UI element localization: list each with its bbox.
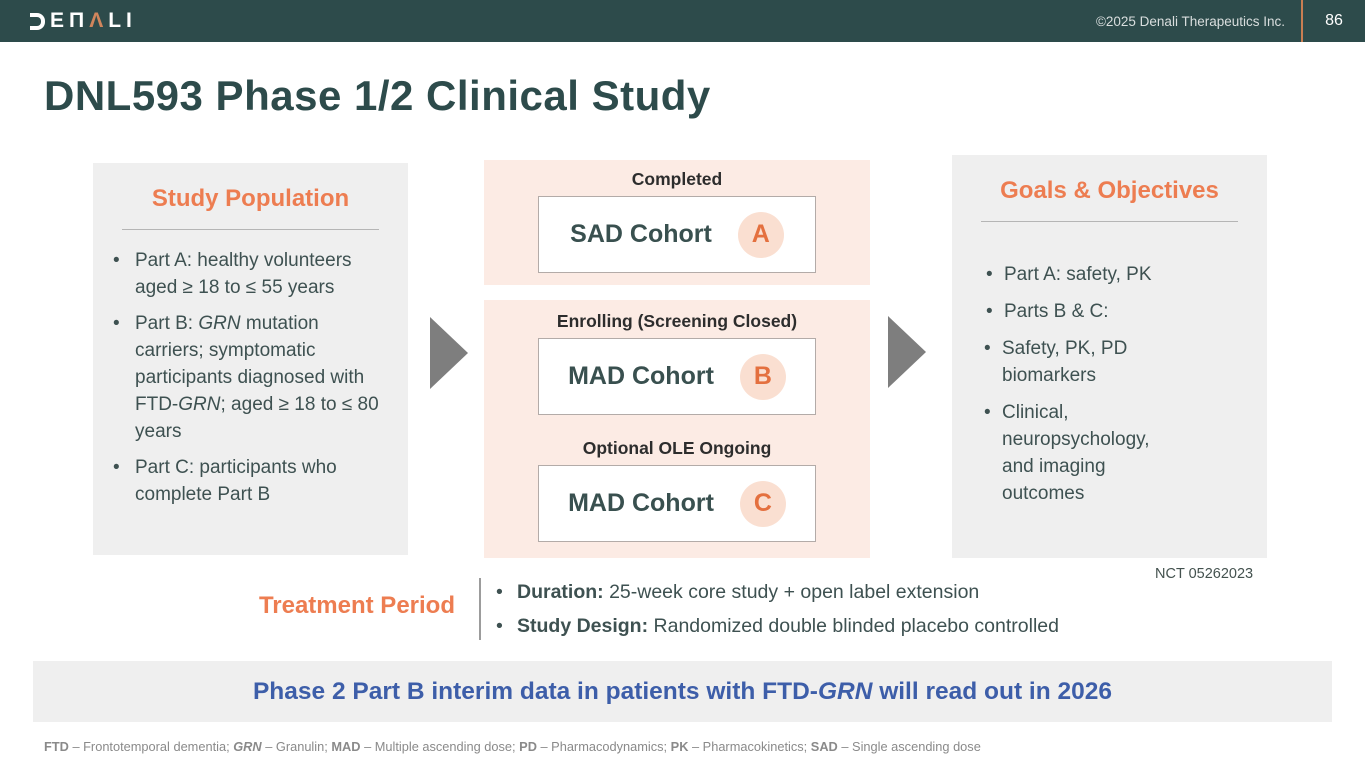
treatment-period-label: Treatment Period bbox=[258, 592, 455, 619]
study-population-heading: Study Population bbox=[151, 185, 350, 212]
goals-list: Part A: safety, PK Parts B & C: bbox=[984, 262, 1257, 326]
copyright-text: ©2025 Denali Therapeutics Inc. bbox=[1095, 13, 1285, 29]
logo-letter-accent: Λ bbox=[89, 9, 109, 32]
treatment-divider bbox=[479, 578, 481, 640]
cohort-label: SAD Cohort bbox=[570, 220, 712, 248]
study-population-bullet: Part A: healthy volunteers aged ≥ 18 to … bbox=[105, 248, 390, 302]
stage-c-status: Optional OLE Ongoing bbox=[582, 438, 772, 458]
treatment-bullet-design: Study Design: Randomized double blinded … bbox=[494, 615, 1059, 638]
flow-arrow-right-icon bbox=[888, 316, 926, 388]
readout-banner-text: Phase 2 Part B interim data in patients … bbox=[252, 677, 1113, 705]
cohort-badge-a: A bbox=[737, 211, 784, 258]
logo-letter: I bbox=[126, 9, 137, 32]
cohort-badge-c: C bbox=[739, 480, 786, 527]
mad-cohort-b-box: MAD Cohort B bbox=[538, 338, 816, 415]
study-population-list: Part A: healthy volunteers aged ≥ 18 to … bbox=[105, 248, 390, 509]
goals-sub-bullet: Clinical, neuropsychology, and imaging o… bbox=[982, 400, 1182, 508]
header-bar: E Π Λ L I ©2025 Denali Therapeutics Inc.… bbox=[0, 0, 1365, 42]
page-number: 86 bbox=[1325, 12, 1343, 29]
readout-banner: Phase 2 Part B interim data in patients … bbox=[33, 661, 1332, 722]
treatment-period-details: Duration: 25-week core study + open labe… bbox=[494, 581, 1059, 649]
goals-heading: Goals & Objectives bbox=[1000, 177, 1219, 204]
goals-objectives-panel: Goals & Objectives Part A: safety, PK Pa… bbox=[952, 155, 1267, 558]
study-population-bullet: Part C: participants who complete Part B bbox=[105, 455, 390, 509]
pipeline-stage-bc: Enrolling (Screening Closed) MAD Cohort … bbox=[484, 300, 870, 558]
sad-cohort-box: SAD Cohort A bbox=[538, 196, 816, 273]
treatment-bullet-duration: Duration: 25-week core study + open labe… bbox=[494, 581, 1059, 604]
denali-logo: E Π Λ L I bbox=[30, 9, 137, 33]
flow-arrow-right-icon bbox=[430, 317, 468, 389]
cohort-label: MAD Cohort bbox=[568, 362, 714, 390]
stage-b-status: Enrolling (Screening Closed) bbox=[556, 311, 798, 331]
stage-a-status: Completed bbox=[631, 169, 723, 189]
logo-letter: E bbox=[50, 9, 70, 32]
header-right: ©2025 Denali Therapeutics Inc. 86 bbox=[1096, 0, 1365, 42]
treatment-period-list: Duration: 25-week core study + open labe… bbox=[494, 581, 1059, 638]
study-population-panel: Study Population Part A: healthy volunte… bbox=[93, 163, 408, 555]
logo-letter: L bbox=[108, 9, 127, 32]
heading-rule bbox=[981, 221, 1238, 222]
cohort-label: MAD Cohort bbox=[568, 489, 714, 517]
header-divider bbox=[1301, 0, 1303, 42]
study-population-bullet: Part B: GRN mutation carriers; symptomat… bbox=[105, 311, 390, 446]
heading-rule bbox=[122, 229, 379, 230]
goals-sub-list: Safety, PK, PD biomarkers Clinical, neur… bbox=[982, 336, 1267, 508]
cohort-badge-b: B bbox=[739, 353, 786, 400]
logo-letter: Π bbox=[69, 9, 90, 32]
goals-sub-bullet: Safety, PK, PD biomarkers bbox=[982, 336, 1182, 390]
abbreviations-footnote: FTD – Frontotemporal dementia; GRN – Gra… bbox=[44, 739, 981, 754]
mad-cohort-c-box: MAD Cohort C bbox=[538, 465, 816, 542]
logo-letter-d bbox=[30, 12, 45, 30]
nct-number: NCT 05262023 bbox=[1155, 566, 1254, 582]
page-title: DNL593 Phase 1/2 Clinical Study bbox=[44, 72, 711, 119]
goals-bullet: Parts B & C: bbox=[984, 299, 1257, 326]
pipeline-stage-a: Completed SAD Cohort A bbox=[484, 160, 870, 285]
goals-bullet: Part A: safety, PK bbox=[984, 262, 1257, 289]
